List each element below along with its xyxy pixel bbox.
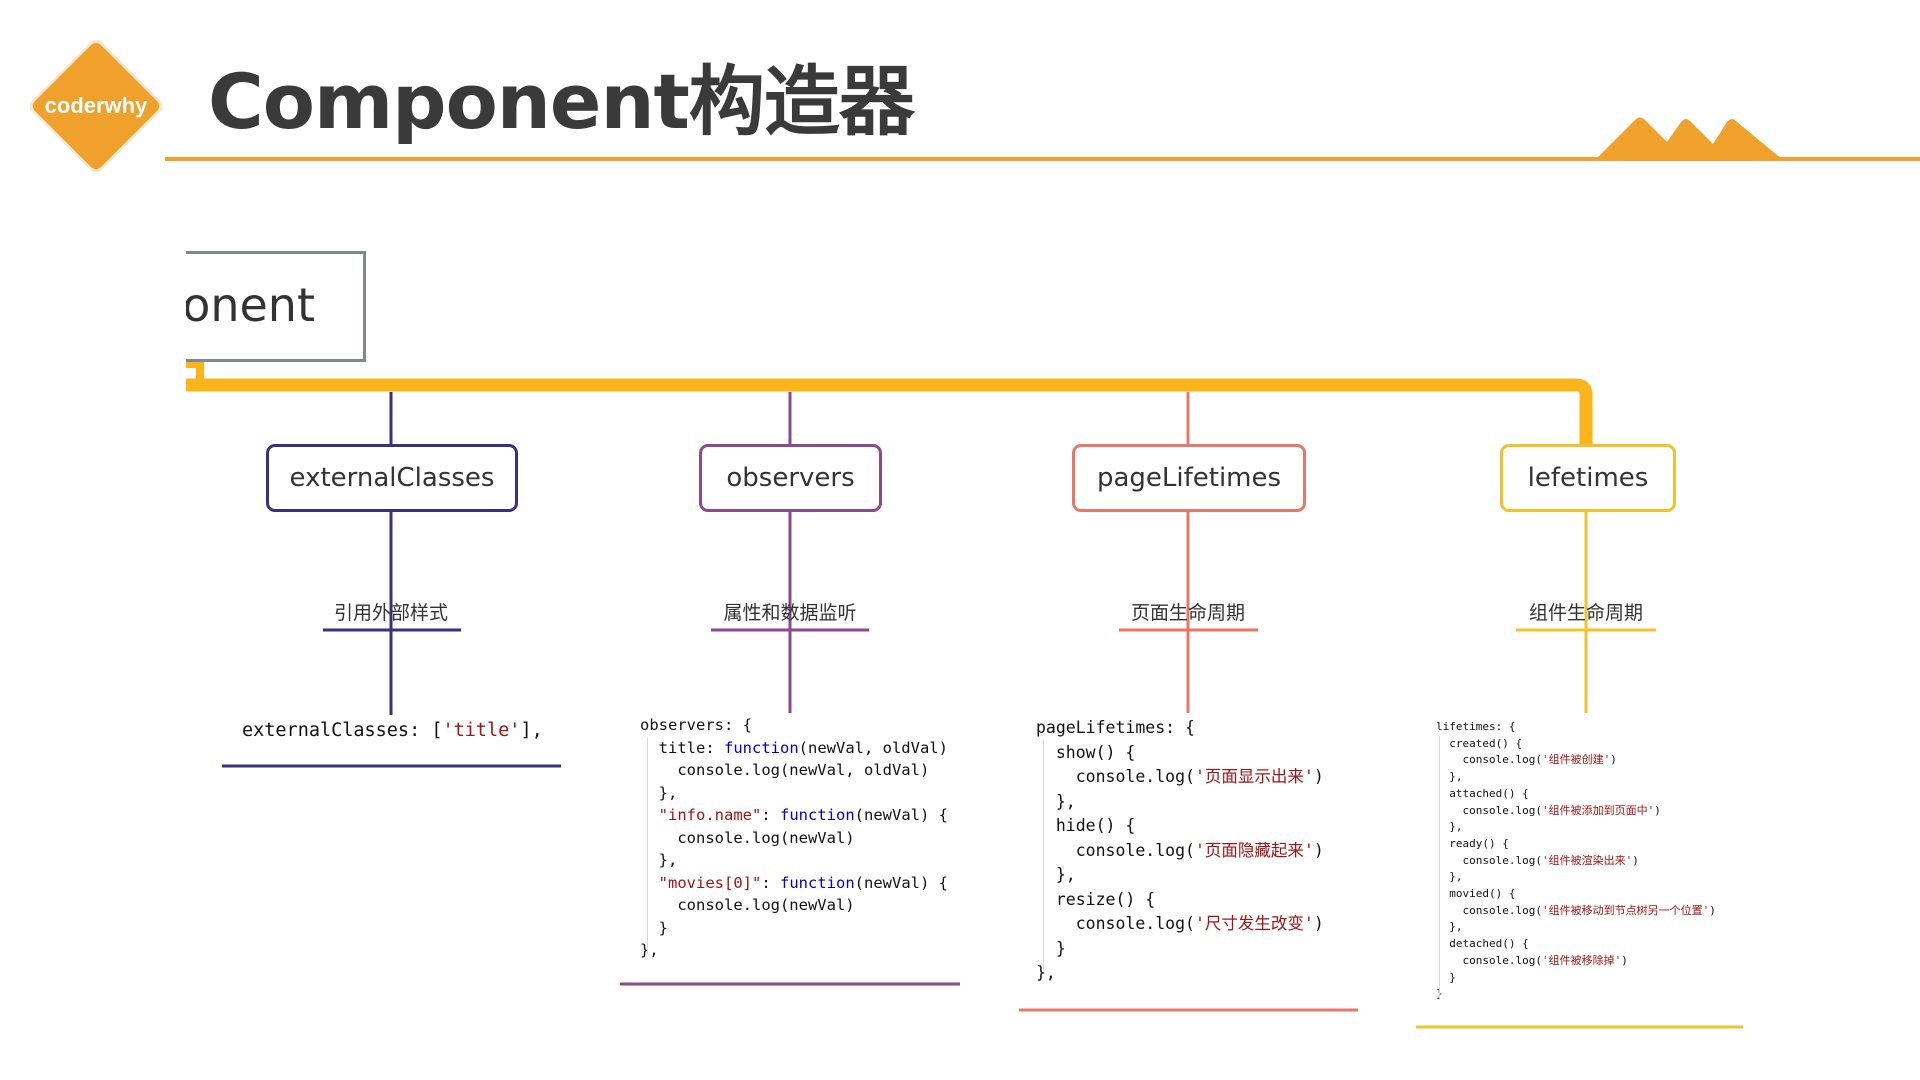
node-label: pageLifetimes — [1096, 463, 1282, 493]
code-line: title: function(newVal, oldVal) — [640, 738, 948, 757]
code-line: console.log('页面隐藏起来') — [1036, 840, 1324, 860]
node-pagelifetimes: pageLifetimes — [1072, 444, 1306, 512]
sub-label-lefetimes: 组件生命周期 — [1528, 602, 1643, 624]
code-line: resize() { — [1036, 889, 1156, 909]
code-line: console.log('组件被移除掉') — [1436, 953, 1628, 967]
code-line: console.log('组件被创建') — [1436, 753, 1617, 767]
code-line: console.log('组件被添加到页面中') — [1436, 803, 1661, 817]
root-node-label: ponent — [186, 278, 315, 332]
mountain-decoration — [1595, 117, 1783, 160]
code-line: observers: { — [640, 716, 752, 734]
code-line: console.log('组件被移动到节点树另一个位置') — [1436, 903, 1716, 917]
code-block-pagelifetimes: pageLifetimes: { show() { console.log('页… — [1036, 716, 1324, 986]
code-line: }, — [1036, 963, 1056, 982]
code-line: } — [640, 918, 668, 937]
code-line: }, — [1436, 870, 1463, 884]
code-block-observers: observers: { title: function(newVal, old… — [640, 714, 948, 962]
code-line: }, — [1436, 770, 1463, 784]
code-line: ready() { — [1436, 836, 1509, 850]
code-line: console.log(newVal, oldVal) — [640, 761, 930, 779]
code-line: }, — [640, 851, 678, 869]
root-node: ponent — [186, 251, 366, 362]
code-line: console.log(newVal) — [640, 828, 855, 847]
code-line: }, — [1436, 920, 1463, 934]
code-line: "info.name": function(newVal) { — [658, 806, 948, 824]
code-line: }, — [640, 783, 678, 802]
code-line: } — [1436, 970, 1456, 984]
code-line: }, — [1436, 820, 1463, 834]
header-divider — [165, 157, 1920, 161]
code-line: lifetimes: { — [1436, 720, 1516, 733]
code-line: pageLifetimes: { — [1036, 718, 1195, 737]
trunk-line — [186, 378, 1593, 445]
code-line: }, — [640, 941, 659, 959]
node-externalclasses: externalClasses — [266, 444, 518, 512]
sub-label-observers: 属性和数据监听 — [723, 602, 857, 624]
code-line: console.log('尺寸发生改变') — [1036, 914, 1324, 933]
code-line: attached() { — [1436, 786, 1529, 800]
code-line: show() { — [1036, 742, 1136, 762]
code-block-lifetimes: lifetimes: { created() { console.log('组件… — [1436, 719, 1716, 1003]
code-line: console.log('组件被渲染出来') — [1436, 853, 1639, 867]
code-block-externalclasses: externalClasses: ['title'], — [242, 720, 543, 741]
node-label: lefetimes — [1527, 463, 1649, 493]
root-stub — [186, 360, 204, 385]
code-line: }, — [1036, 791, 1076, 811]
node-observers: observers — [699, 444, 882, 512]
page-title: Component构造器 — [208, 57, 915, 146]
code-line: console.log('页面显示出来') — [1036, 767, 1324, 786]
logo-text: coderwhy — [44, 93, 148, 118]
code-line: }, — [1036, 865, 1076, 884]
code-line: } — [1436, 986, 1716, 1003]
coderwhy-logo — [30, 40, 162, 172]
sub-label-pagelifetimes: 页面生命周期 — [1130, 602, 1245, 624]
node-lefetimes: lefetimes — [1500, 444, 1676, 512]
sub-label-externalclasses: 引用外部样式 — [333, 602, 448, 624]
code-line: } — [1036, 938, 1066, 958]
code-line: hide() { — [1036, 816, 1136, 835]
indent-guide — [1439, 736, 1440, 998]
node-label: observers — [726, 463, 855, 493]
code-line: detached() { — [1436, 937, 1529, 951]
indent-guide — [1043, 740, 1044, 970]
code-line: externalClasses: ['title'], — [242, 720, 543, 741]
code-line: console.log(newVal) — [640, 896, 855, 914]
node-label: externalClasses — [289, 463, 495, 493]
code-line: movied() { — [1436, 887, 1516, 901]
indent-guide — [647, 738, 648, 954]
code-line: "movies[0]": function(newVal) { — [658, 873, 948, 892]
code-line: created() { — [1436, 736, 1523, 750]
